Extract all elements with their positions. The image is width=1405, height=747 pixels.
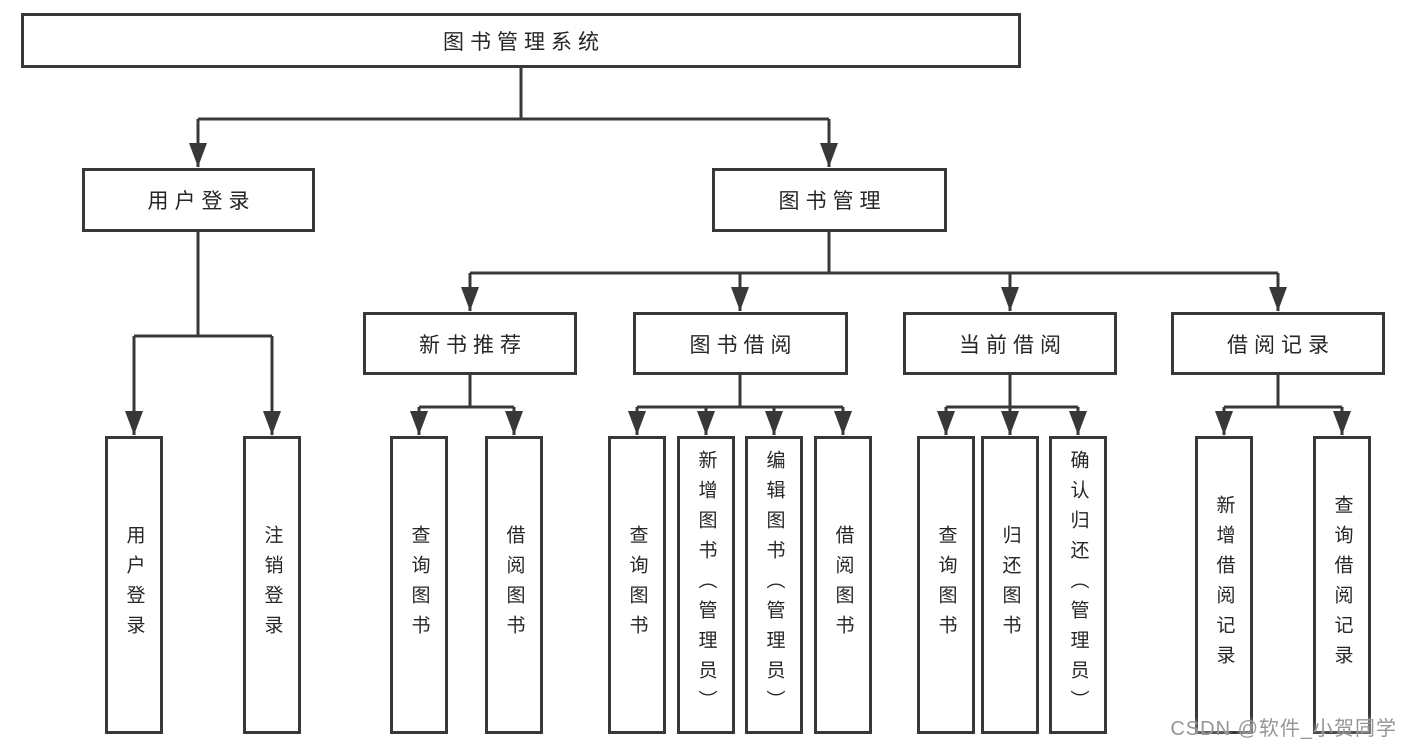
csdn-watermark: CSDN @软件_小贺同学 bbox=[1170, 718, 1397, 740]
node-book-borrow-label: 图书借阅 bbox=[689, 333, 798, 357]
node-new-book-rec-label: 新书推荐 bbox=[419, 333, 527, 357]
node-book-mgmt-label: 图书管理 bbox=[778, 190, 887, 213]
node-book-borrow: 图书借阅 bbox=[633, 312, 848, 375]
connector-new-book-rec bbox=[410, 374, 523, 435]
connector-current-borrow bbox=[937, 374, 1087, 435]
leaf-add-book-admin: 新增图书（管理员） bbox=[677, 436, 735, 734]
connector-root bbox=[189, 66, 838, 167]
leaf-edit-book-admin: 编辑图书（管理员） bbox=[745, 436, 803, 734]
leaf-query-books-rec: 查询图书 bbox=[390, 436, 448, 734]
connector-book-mgmt bbox=[461, 231, 1287, 311]
leaf-confirm-return-admin-label: 确认归还（管理员） bbox=[1067, 450, 1089, 720]
leaf-borrow-books: 借阅图书 bbox=[814, 436, 872, 734]
leaf-return-book-label: 归还图书 bbox=[999, 525, 1021, 645]
leaf-query-books-current-label: 查询图书 bbox=[935, 525, 957, 645]
leaf-query-books-borrow: 查询图书 bbox=[608, 436, 666, 734]
connector-book-borrow bbox=[628, 374, 852, 435]
leaf-confirm-return-admin: 确认归还（管理员） bbox=[1049, 436, 1107, 734]
leaf-user-login: 用户登录 bbox=[105, 436, 163, 734]
leaf-logout: 注销登录 bbox=[243, 436, 301, 734]
leaf-query-books-rec-label: 查询图书 bbox=[408, 525, 430, 645]
leaf-query-borrow-record-label: 查询借阅记录 bbox=[1331, 495, 1353, 675]
leaf-return-book: 归还图书 bbox=[981, 436, 1039, 734]
node-borrow-records: 借阅记录 bbox=[1171, 312, 1385, 375]
node-user-login-label: 用户登录 bbox=[147, 190, 256, 213]
leaf-add-book-admin-label: 新增图书（管理员） bbox=[695, 450, 717, 720]
node-root: 图书管理系统 bbox=[21, 13, 1021, 68]
node-root-label: 图书管理系统 bbox=[443, 30, 605, 54]
node-new-book-rec: 新书推荐 bbox=[363, 312, 577, 375]
node-book-mgmt: 图书管理 bbox=[712, 168, 947, 232]
connector-borrow-records bbox=[1215, 374, 1351, 435]
leaf-user-login-label: 用户登录 bbox=[123, 525, 145, 645]
connector-user-login bbox=[125, 231, 281, 435]
leaf-edit-book-admin-label: 编辑图书（管理员） bbox=[763, 450, 785, 720]
leaf-add-borrow-record: 新增借阅记录 bbox=[1195, 436, 1253, 734]
node-current-borrow-label: 当前借阅 bbox=[959, 333, 1067, 357]
leaf-query-books-current: 查询图书 bbox=[917, 436, 975, 734]
leaf-logout-label: 注销登录 bbox=[261, 525, 283, 645]
node-current-borrow: 当前借阅 bbox=[903, 312, 1117, 375]
leaf-query-borrow-record: 查询借阅记录 bbox=[1313, 436, 1371, 734]
node-user-login: 用户登录 bbox=[82, 168, 315, 232]
node-borrow-records-label: 借阅记录 bbox=[1227, 333, 1335, 357]
leaf-query-books-borrow-label: 查询图书 bbox=[626, 525, 648, 645]
leaf-add-borrow-record-label: 新增借阅记录 bbox=[1213, 495, 1235, 675]
leaf-borrow-books-rec-label: 借阅图书 bbox=[503, 525, 525, 645]
leaf-borrow-books-label: 借阅图书 bbox=[832, 525, 854, 645]
leaf-borrow-books-rec: 借阅图书 bbox=[485, 436, 543, 734]
